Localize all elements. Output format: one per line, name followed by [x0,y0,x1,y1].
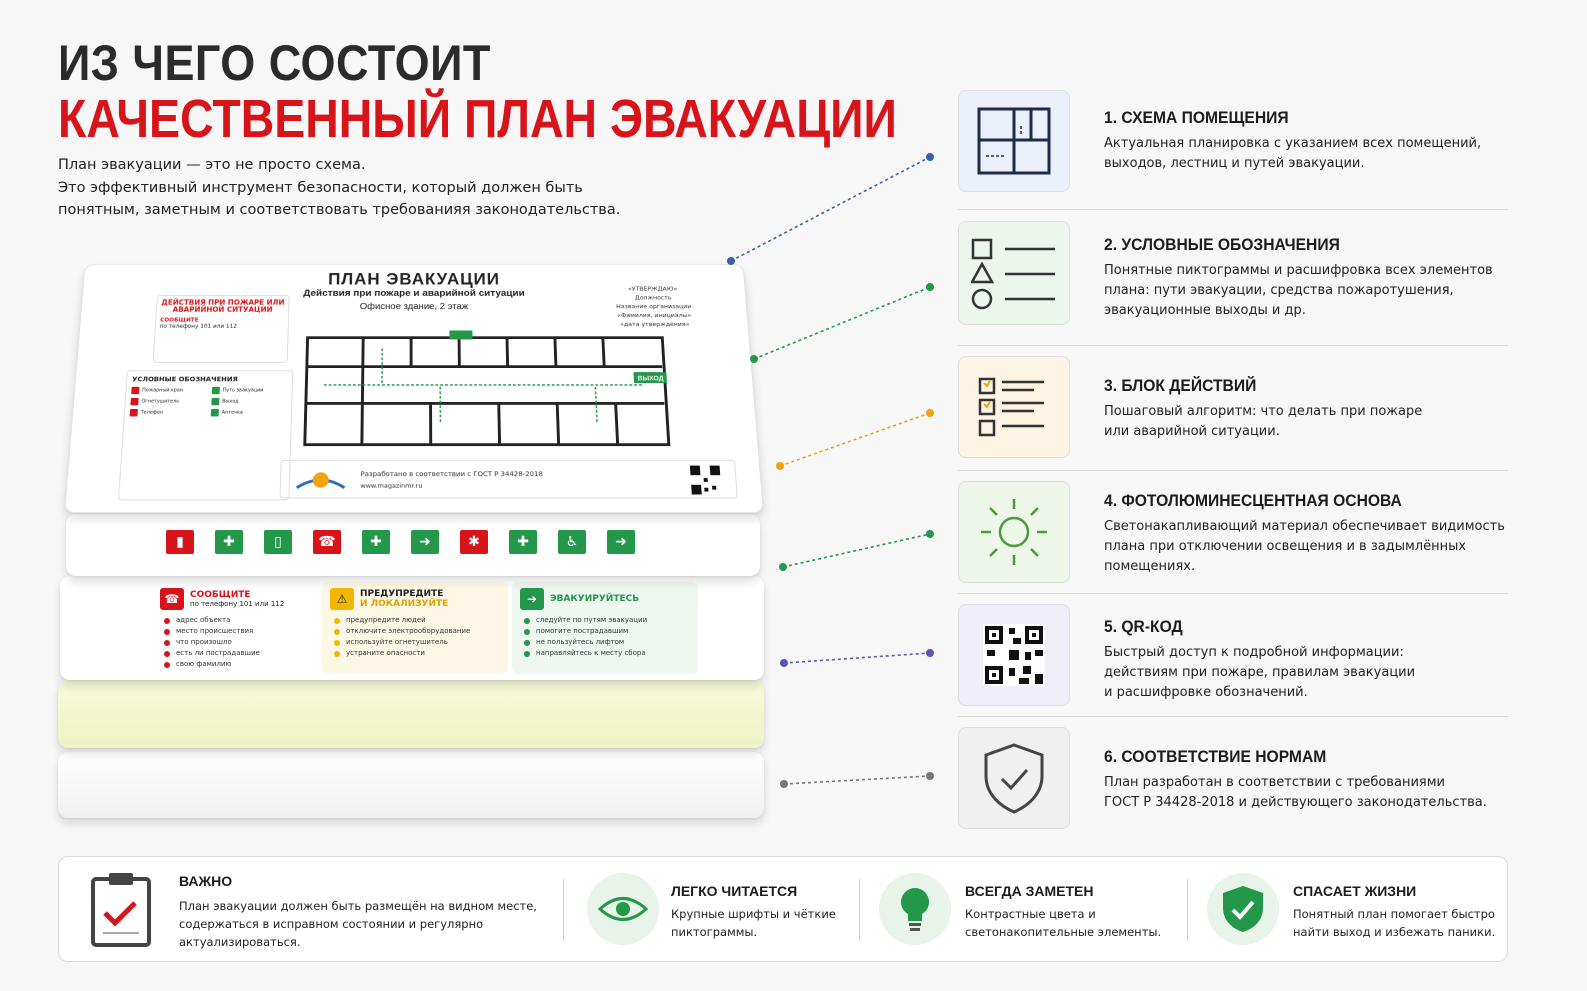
plan-actions-box: ДЕЙСТВИЯ ПРИ ПОЖАРЕ ИЛИ АВАРИЙНОЙ СИТУАЦ… [153,295,290,363]
action-card-warn: ⚠ ПРЕДУПРЕДИТЕИ ЛОКАЛИЗУЙТЕ предупредите… [322,582,508,674]
intro-text: План эвакуации — это не просто схема. Эт… [58,154,658,222]
action-card-title: ЭВАКУИРУЙТЕСЬ [550,594,639,604]
list-item: место происшествия [164,626,330,637]
feature-title: ЛЕГКО ЧИТАЕТСЯ [671,883,797,899]
divider [859,879,860,941]
feature-title: ВСЕГДА ЗАМЕТЕН [965,883,1093,899]
action-card-sub: по телефону 101 или 112 [190,600,284,608]
feature-desc: Понятные пиктограммы и расшифровка всех … [1104,261,1504,321]
bottom-info-bar: ВАЖНО План эвакуации должен быть размещё… [58,856,1508,962]
feature-title: СПАСАЕТ ЖИЗНИ [1293,883,1416,899]
phone-icon: ☎ [160,588,184,610]
divider [958,470,1508,471]
list-item: адрес объекта [164,615,330,626]
feature-desc: Актуальная планировка с указанием всех п… [1104,134,1504,174]
list-item: помогите пострадавшим [524,626,690,637]
intro-line: Это эффективный инструмент безопасности,… [58,177,658,200]
feature-desc: Понятный план помогает быстронайти выход… [1293,905,1495,941]
divider [958,209,1508,210]
fire-hose-icon: ✱ [460,530,488,554]
approval-block: «УТВЕРЖДАЮ»ДолжностьНазвание организации… [600,284,707,328]
feature-title: 3. БЛОК ДЕЙСТВИЙ [1104,376,1256,396]
sun-icon [958,481,1070,583]
exit-run-icon: ✚ [215,530,243,554]
intro-line: План эвакуации — это не просто схема. [58,154,658,177]
evacuation-icon: ♿ [558,530,586,554]
shield-check-icon [958,727,1070,829]
heading-line-2: КАЧЕСТВЕННЫЙ ПЛАН ЭВАКУАЦИИ [58,88,897,150]
plan-layer: ПЛАН ЭВАКУАЦИИ Действия при пожаре и ава… [64,264,764,513]
feature-desc: Светонакапливающий материал обеспечивает… [1104,517,1504,577]
photoluminescent-layer [58,680,764,748]
exit-door-icon: ▯ [264,530,292,554]
list-item: свою фамилию [164,659,330,670]
warning-icon: ⚠ [330,588,354,610]
checklist-icon [958,356,1070,458]
feature-title: 2. УСЛОВНЫЕ ОБОЗНАЧЕНИЯ [1104,235,1340,255]
medical-cross-icon: ✚ [509,530,537,554]
important-text: План эвакуации должен быть размещён на в… [179,897,537,951]
action-card-sub: И ЛОКАЛИЗУЙТЕ [360,599,448,609]
actions-layer: ☎ СООБЩИТЕпо телефону 101 или 112 адрес … [60,576,764,680]
feature-desc: Контрастные цвета исветонакопительные эл… [965,905,1161,941]
feature-desc: Быстрый доступ к подробной информации:де… [1104,643,1504,703]
arrow-right-icon: ➜ [411,530,439,554]
heading-line-1: ИЗ ЧЕГО СОСТОИТ [58,34,491,92]
feature-title: 1. СХЕМА ПОМЕЩЕНИЯ [1104,108,1289,128]
first-aid-icon: ✚ [362,530,390,554]
list-item: есть ли пострадавшие [164,648,330,659]
fire-extinguisher-icon: ▮ [166,530,194,554]
list-item: следуйте по путям эвакуации [524,615,690,626]
list-item: устраните опасности [334,648,500,659]
action-card-title: СООБЩИТЕ [190,590,284,600]
action-card-report: ☎ СООБЩИТЕпо телефону 101 или 112 адрес … [152,582,338,674]
phone-icon: ☎ [313,530,341,554]
action-card-evacuate: ➜ ЭВАКУИРУЙТЕСЬ следуйте по путям эвакуа… [512,582,698,674]
feature-desc: Пошаговый алгоритм: что делать при пожар… [1104,402,1504,442]
list-item: отключите электрооборудование [334,626,500,637]
feature-title: 4. ФОТОЛЮМИНЕСЦЕНТНАЯ ОСНОВА [1104,491,1402,511]
feature-desc: Крупные шрифты и чёткиепиктограммы. [671,905,836,941]
feature-title: 6. СООТВЕТСТВИЕ НОРМАМ [1104,747,1326,767]
divider [958,593,1508,594]
list-item: используйте огнетушитель [334,637,500,648]
important-title: ВАЖНО [179,873,232,889]
intro-line: понятным, заметным и соответствовать тре… [58,199,658,222]
lightbulb-icon [879,873,951,945]
divider [1187,879,1188,941]
shield-heart-icon [1207,873,1279,945]
plan-legend: УСЛОВНЫЕ ОБОЗНАЧЕНИЯ Пожарный кран Путь … [118,370,293,500]
divider [958,345,1508,346]
list-item: не пользуйтесь лифтом [524,637,690,648]
list-item: направляйтесь к месту сбора [524,648,690,659]
qr-code-icon [689,465,723,496]
action-card-title: ПРЕДУПРЕДИТЕ [360,589,448,599]
qr-code-icon [958,604,1070,706]
feature-title: 5. QR-КОД [1104,617,1183,637]
arrow-right-icon: ➜ [607,530,635,554]
running-man-icon: ➜ [520,588,544,610]
exit-label: ВЫХОД [638,376,664,383]
list-item: что произошло [164,637,330,648]
list-item: предупредите людей [334,615,500,626]
divider [563,879,564,941]
clipboard-icon [89,869,153,949]
eye-icon [587,873,659,945]
base-layer [58,752,764,818]
floorplan-icon [958,90,1070,192]
plan-footer: Разработано в соответствии с ГОСТ Р 3442… [279,460,737,499]
logo-icon [293,467,349,494]
feature-desc: План разработан в соответствии с требова… [1104,773,1504,813]
symbols-icon [958,221,1070,325]
pictograms-layer: ▮ ✚ ▯ ☎ ✚ ➜ ✱ ✚ ♿ ➜ [66,514,760,576]
divider [958,716,1508,717]
floor-plan-drawing: ВЫХОД [303,330,677,450]
